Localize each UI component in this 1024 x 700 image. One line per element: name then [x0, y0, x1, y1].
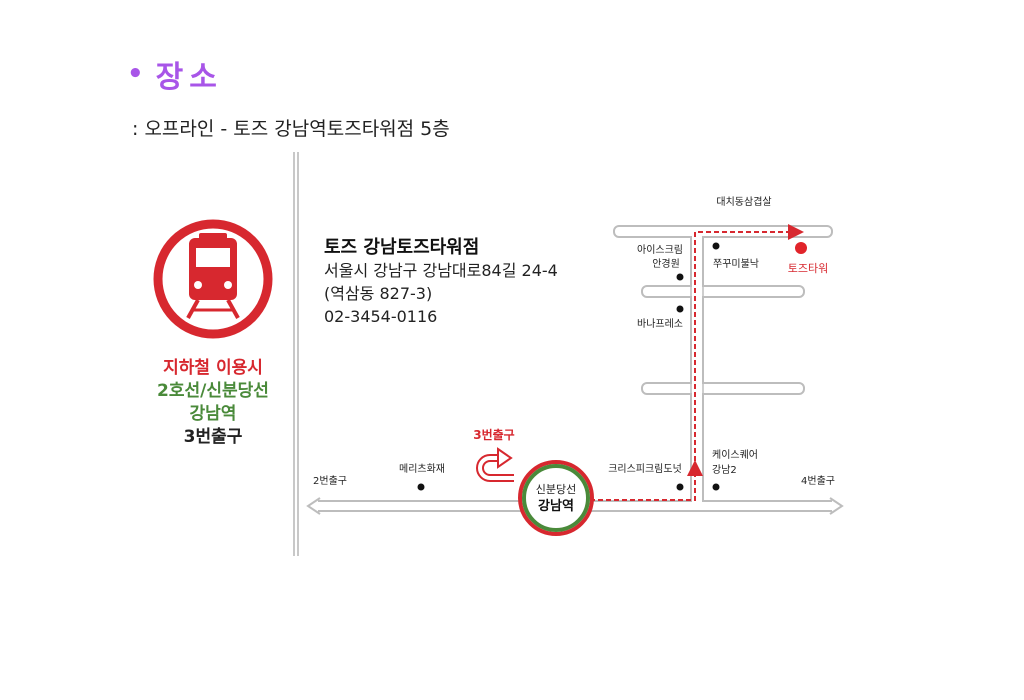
subway-text-2: 2호선/신분당선: [157, 381, 269, 401]
landmark-krispy: 크리스피크림도넛: [608, 463, 682, 475]
landmark-tozz-tower: 토즈타워: [788, 262, 828, 275]
u-turn-arrow-icon: [476, 447, 514, 482]
venue-address: 서울시 강남구 강남대로84길 24-4: [324, 261, 558, 280]
subway-text-4: 3번출구: [184, 427, 243, 447]
heading-bullet: •: [127, 59, 144, 89]
vertical-road-fill: [692, 228, 702, 500]
side-road-2: [641, 285, 805, 298]
landmark-daechi: 대치동삼겹살: [716, 196, 771, 208]
landmark-dot: [676, 273, 684, 281]
landmark-dot: [417, 483, 425, 491]
landmark-dot: [712, 483, 720, 491]
venue-address-detail: (역삼동 827-3): [324, 284, 432, 303]
location-text: : 오프라인 - 토즈 강남역토즈타워점 5층: [132, 118, 450, 140]
station-line-label: 신분당선: [536, 483, 576, 496]
landmark-dot: [676, 483, 684, 491]
landmark-case: 케이스퀘어: [712, 449, 758, 461]
landmark-banapresso: 바나프레소: [637, 318, 683, 330]
exit-2-label: 2번출구: [313, 475, 347, 487]
venue-phone: 02-3454-0116: [324, 307, 437, 326]
side-road-3: [641, 382, 805, 395]
subway-text-1: 지하철 이용시: [163, 358, 263, 378]
station-marker: [518, 460, 594, 536]
landmark-merry: 메리츠화재: [399, 463, 445, 475]
heading-title: 장소: [155, 60, 223, 95]
station-name-label: 강남역: [538, 498, 574, 514]
subway-icon: [153, 219, 273, 339]
landmark-pupu: 쭈꾸미불낙: [713, 258, 759, 270]
venue-name: 토즈 강남토즈타워점: [324, 236, 479, 258]
exit-3-label: 3번출구: [473, 427, 514, 442]
subway-text-3: 강남역: [190, 404, 237, 424]
landmark-dot: [676, 305, 684, 313]
landmark-icecream: 아이스크림: [637, 244, 683, 256]
landmark-optician: 안경원: [652, 257, 680, 270]
section-heading: • 장소: [127, 52, 223, 96]
route-path: [590, 224, 804, 501]
tozz-tower-marker: [795, 242, 807, 254]
exit-4-label: 4번출구: [801, 475, 835, 487]
landmark-dot: [712, 242, 720, 250]
landmark-case-2: 강남2: [712, 464, 737, 476]
